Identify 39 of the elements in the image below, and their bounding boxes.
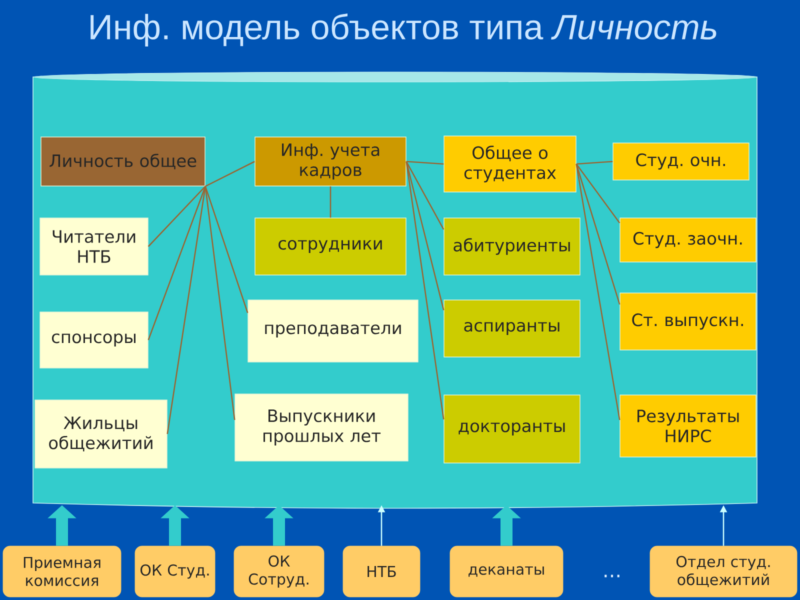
entity-box: Ст. выпускн.: [620, 292, 756, 350]
connector-line: [166, 186, 206, 434]
source-box: деканаты: [450, 546, 564, 598]
connector-line: [406, 161, 444, 420]
source-box: Отдел студ. общежитий: [650, 546, 798, 598]
connector-line: [406, 160, 444, 165]
source-box: Приемная комиссия: [2, 546, 122, 598]
connector-line: [204, 186, 236, 420]
connector-line: [205, 160, 255, 187]
entity-box: Личность общее: [40, 136, 206, 186]
entity-box: преподаватели: [248, 300, 418, 362]
entity-box: Общее о студентах: [444, 136, 576, 192]
entity-box: Инф. учета кадров: [254, 136, 406, 186]
title: Инф. модель объектов типа Личность: [90, 14, 716, 46]
entity-box: сотрудники: [254, 218, 406, 276]
connector-line: [406, 161, 444, 310]
connector-line: [406, 161, 444, 230]
entity-box: Результаты НИРС: [620, 394, 756, 458]
connector-line: [204, 186, 248, 314]
source-box: ОК Студ.: [134, 546, 216, 598]
source-box: ОК Сотруд.: [234, 546, 324, 598]
entity-box: Выпускники прошлых лет: [234, 394, 408, 462]
connector-line: [330, 186, 332, 218]
entity-box: докторанты: [444, 394, 580, 464]
entity-box: аспиранты: [444, 300, 580, 358]
entity-box: Читатели НТБ: [40, 218, 148, 276]
entity-box: спонсоры: [40, 312, 148, 368]
source-box: НТБ: [342, 546, 420, 598]
connector-line: [148, 186, 206, 247]
connector-line: [576, 164, 620, 305]
connector-line: [576, 160, 613, 165]
entity-box: Студ. очн.: [612, 142, 750, 180]
entity-box: абитуриенты: [444, 218, 580, 276]
connector-line: [148, 186, 206, 340]
entity-box: Жильцы общежитий: [34, 400, 168, 468]
entity-box: Студ. заочн.: [620, 218, 756, 262]
ellipsis: ...: [604, 574, 620, 578]
connector-line: [576, 164, 620, 224]
connector-line: [576, 164, 620, 420]
